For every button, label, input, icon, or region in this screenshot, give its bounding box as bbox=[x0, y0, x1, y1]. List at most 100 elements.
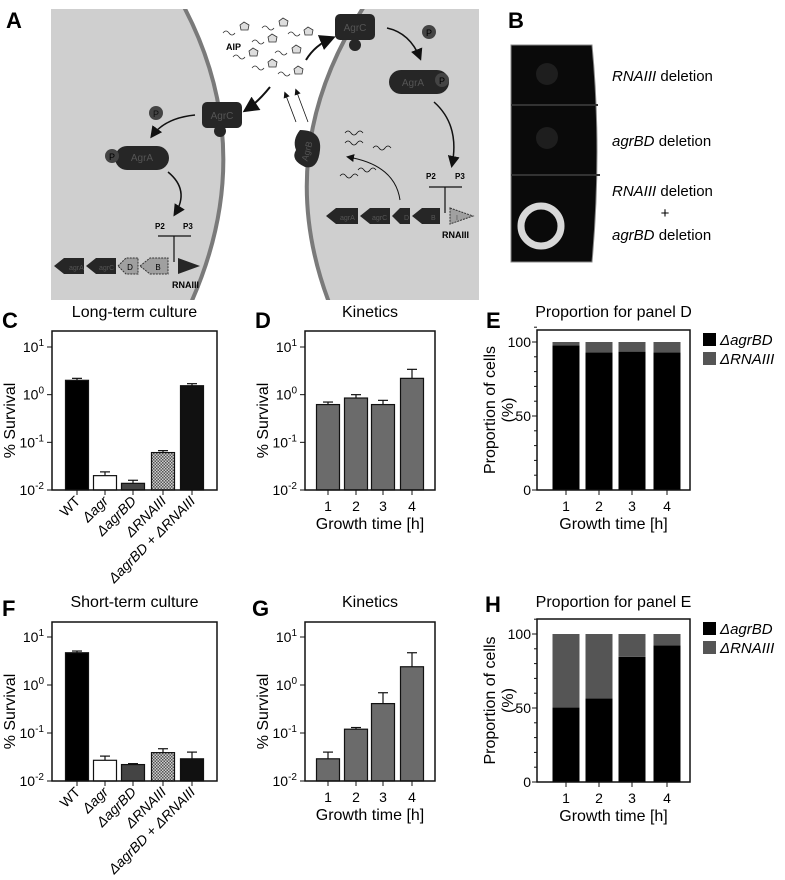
bar-segment-ΔRNAIII bbox=[585, 342, 613, 353]
bar-segment-ΔRNAIII bbox=[618, 634, 646, 657]
bar-segment-ΔagrBD bbox=[552, 345, 580, 490]
gene-agra-left: agrA bbox=[69, 265, 84, 272]
bar-ΔagrBD + ΔRNAIII bbox=[179, 385, 205, 491]
y-axis-label: % Survival bbox=[2, 674, 19, 750]
aip-molecules bbox=[222, 17, 314, 77]
bar-segment-ΔagrBD bbox=[585, 698, 613, 782]
x-tick-label: 3 bbox=[628, 498, 636, 514]
phosphate-left-label: P bbox=[153, 109, 159, 119]
y-tick-label: 10-2 bbox=[273, 772, 298, 789]
bar-segment-ΔagrBD bbox=[618, 656, 646, 782]
y-tick-label: 10-1 bbox=[273, 433, 298, 450]
rnaiii-right: RNAIII bbox=[442, 230, 469, 240]
y-axis-label: Proportion of cells bbox=[482, 346, 499, 474]
chart-panel-e: Proportion for panel D100500ΔagrBDΔRNAII… bbox=[482, 304, 774, 533]
agra-left bbox=[115, 146, 169, 170]
gene-agrc-left: agrC bbox=[99, 265, 114, 272]
agra-right-phosphate-label: P bbox=[439, 76, 445, 86]
y-axis-label-unit: (%) bbox=[500, 398, 517, 423]
bar-ΔagrBD bbox=[120, 482, 146, 491]
p3-right: P3 bbox=[455, 172, 465, 181]
x-tick-label: 1 bbox=[324, 498, 332, 514]
y-tick-label: 100 bbox=[276, 676, 298, 693]
p2-left: P2 bbox=[155, 222, 165, 231]
plot-frame bbox=[536, 329, 691, 491]
legend-swatch bbox=[703, 622, 716, 635]
p3-left: P3 bbox=[183, 222, 193, 231]
chart-title: Proportion for panel D bbox=[535, 304, 692, 321]
legend-swatch bbox=[703, 352, 716, 365]
x-tick-label: 3 bbox=[379, 498, 387, 514]
agrc-right bbox=[335, 14, 375, 40]
phosphate-left bbox=[149, 106, 163, 120]
x-tick-label: 2 bbox=[352, 498, 360, 514]
agrb bbox=[294, 130, 321, 168]
spot-double-deletion-halo bbox=[517, 202, 565, 250]
x-tick-label: 2 bbox=[595, 498, 603, 514]
y-tick-label: 101 bbox=[23, 628, 45, 645]
chart-title: Kinetics bbox=[342, 594, 398, 611]
agra-right bbox=[389, 70, 449, 94]
agr-operon-right: agrA agrC D B I bbox=[326, 207, 475, 225]
y-axis-label: % Survival bbox=[255, 674, 272, 750]
aip-label: AIP bbox=[226, 42, 241, 52]
phosphorylation-arrow-right bbox=[386, 27, 423, 61]
y-tick-label: 10-2 bbox=[20, 772, 45, 789]
chart-panel-f: Short-term culture10110010-110-2WTΔagrΔa… bbox=[2, 594, 218, 878]
phosphate-right bbox=[422, 25, 436, 39]
y-tick-label: 100 bbox=[23, 386, 45, 403]
agra-to-promoter-arrow-right bbox=[433, 101, 460, 168]
gene-d-right: D bbox=[404, 215, 409, 222]
panel-label-h: H bbox=[485, 592, 501, 617]
gene-agrc-right: agrC bbox=[372, 215, 387, 222]
bar-segment-ΔRNAIII bbox=[552, 342, 580, 346]
y-tick-label: 10-1 bbox=[273, 724, 298, 741]
y-tick-label: 50 bbox=[515, 700, 531, 716]
bar-segment-ΔagrBD bbox=[653, 645, 681, 782]
bar-2 bbox=[343, 728, 369, 782]
bar-1 bbox=[315, 403, 341, 491]
legend-swatch bbox=[703, 641, 716, 654]
gene-b-right: B bbox=[431, 215, 436, 222]
agrc-left bbox=[202, 102, 242, 128]
plate-image bbox=[510, 44, 600, 263]
agrc-right-label: AgrC bbox=[344, 23, 367, 34]
spot-rnaiii-deletion bbox=[536, 63, 558, 85]
bar-ΔagrBD + ΔRNAIII bbox=[179, 758, 205, 782]
y-tick-label: 10-2 bbox=[20, 481, 45, 498]
y-tick-label: 0 bbox=[523, 774, 531, 790]
y-tick-label: 0 bbox=[523, 482, 531, 498]
extracellular-space bbox=[185, 9, 363, 300]
agra-right-label: AgrA bbox=[402, 78, 425, 89]
bar-WT bbox=[64, 379, 90, 491]
panel-label-e: E bbox=[486, 308, 501, 333]
agra-right-phosphate bbox=[435, 73, 449, 87]
y-tick-label: 100 bbox=[23, 676, 45, 693]
y-axis-label: % Survival bbox=[2, 383, 19, 459]
agr-operon-left: agrA agrC D B bbox=[54, 257, 200, 275]
x-tick-label: 1 bbox=[324, 789, 332, 805]
charts: Long-term culture10110010-110-2WTΔagrΔag… bbox=[2, 304, 774, 878]
plot-frame bbox=[304, 621, 436, 782]
agr-pathway-diagram: AIP AgrC P P AgrA P2 P3 agrA agrC D B RN… bbox=[51, 9, 479, 300]
x-tick-label: 1 bbox=[562, 790, 570, 806]
chart-title: Kinetics bbox=[342, 304, 398, 321]
x-tick-label: 1 bbox=[562, 498, 570, 514]
bar-segment-ΔRNAIII bbox=[552, 634, 580, 708]
gene-i-right: I bbox=[456, 215, 458, 222]
x-tick-label: 4 bbox=[408, 498, 416, 514]
transcripts bbox=[339, 130, 392, 179]
bar-WT bbox=[64, 652, 90, 782]
x-axis-label: Growth time [h] bbox=[316, 516, 424, 533]
b-row3b-label: agrBD deletion bbox=[612, 227, 711, 244]
rnaiii-left: RNAIII bbox=[172, 280, 199, 290]
panel-label-b: B bbox=[508, 8, 524, 33]
x-tick-label: 4 bbox=[408, 789, 416, 805]
phosphate-right-label: P bbox=[426, 28, 432, 38]
b-row1-label: RNAIII deletion bbox=[612, 68, 713, 85]
aip-export-arrow-1 bbox=[283, 91, 297, 123]
plot-frame bbox=[51, 330, 218, 491]
y-tick-label: 101 bbox=[23, 338, 45, 355]
